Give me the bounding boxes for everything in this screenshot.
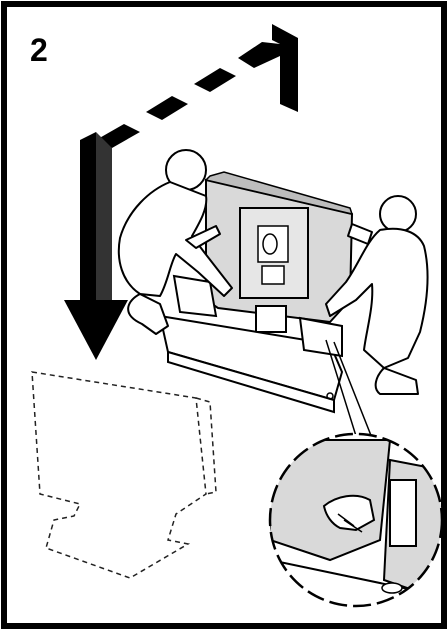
- grip-detail-magnifier: [270, 434, 442, 620]
- detail-leader-line: [334, 342, 372, 438]
- step-number: 2: [30, 34, 48, 66]
- tv-outline-dashed: [32, 372, 216, 578]
